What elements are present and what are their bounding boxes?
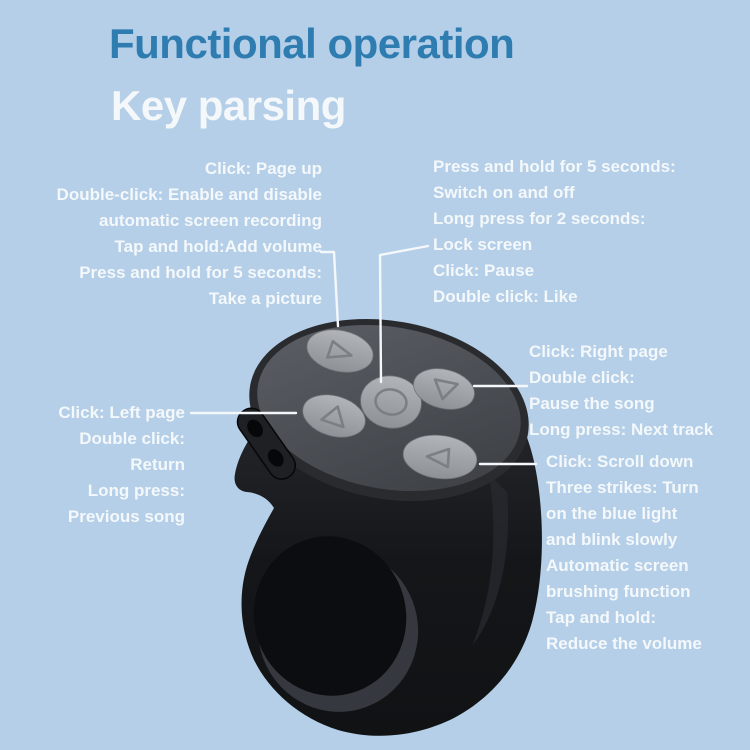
annotation-line: Return [130,455,185,474]
annotation-left-button: Click: Left page Double click: Return Lo… [58,400,185,530]
down-button [402,434,478,480]
tab-hole [267,449,284,467]
connector-center-button [378,244,430,384]
annotation-down-button: Click: Scroll down Three strikes: Turn o… [546,449,702,657]
annotation-line: Click: Right page [529,342,668,361]
annotation-line: Lock screen [433,235,533,254]
annotation-line: Press and hold for 5 seconds: [79,263,322,282]
annotation-line: Three strikes: Turn [546,478,699,497]
annotation-up-button: Click: Page up Double-click: Enable and … [57,156,322,312]
annotation-line: Long press: Next track [529,420,714,439]
annotation-line: and blink slowly [546,530,678,549]
annotation-line: Click: Pause [433,261,535,280]
annotation-line: Click: Left page [58,403,185,422]
triangle-right-icon [326,340,353,359]
annotation-line: Press and hold for 5 seconds: [433,157,676,176]
triangle-down-icon [433,378,459,401]
annotation-line: Double click: [79,429,185,448]
annotation-line: Pause the song [529,394,655,413]
up-button [306,329,374,373]
annotation-line: Reduce the volume [546,634,702,653]
annotation-line: Tap and hold: [546,608,657,627]
annotation-line: Double click: Like [433,287,578,306]
annotation-line: Click: Scroll down [546,452,694,471]
ring-opening [253,536,407,696]
annotation-line: automatic screen recording [99,211,322,230]
connector-up-button [319,250,340,328]
annotation-line: Double-click: Enable and disable [56,185,322,204]
center-button [360,375,422,429]
annotation-line: Automatic screen [546,556,689,575]
side-tab [236,407,297,480]
page-title: Functional operation [109,20,515,67]
annotation-line: Tap and hold:Add volume [114,237,322,256]
annotation-line: Click: Page up [204,159,322,178]
right-button [413,368,475,410]
triangle-left-icon [425,447,451,469]
tab-hole [247,419,264,438]
annotation-line: Switch on and off [433,183,575,202]
triangle-up-icon [320,405,345,429]
annotation-line: on the blue light [546,504,678,523]
annotation-line: Long press: [87,481,185,500]
annotation-center-button: Press and hold for 5 seconds: Switch on … [433,154,676,310]
left-button [302,394,366,438]
annotation-right-button: Click: Right page Double click: Pause th… [529,339,713,443]
annotation-line: brushing function [546,582,691,601]
page-subtitle: Key parsing [111,82,346,129]
annotation-line: Take a picture [208,289,322,308]
annotation-line: Long press for 2 seconds: [433,209,646,228]
body-highlight [472,474,509,646]
annotation-line: Previous song [67,507,185,526]
circle-icon [374,388,408,416]
annotation-line: Double click: [529,368,635,387]
